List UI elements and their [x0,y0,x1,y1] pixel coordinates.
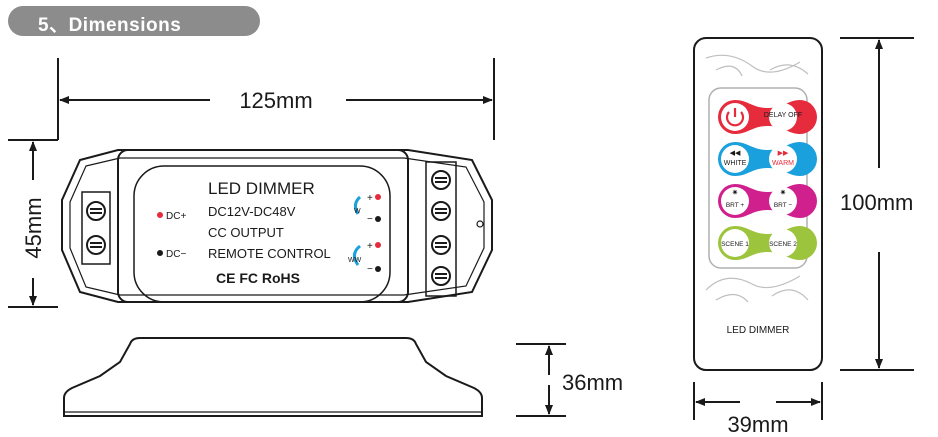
power-icon [725,108,745,127]
controller-side-view [63,337,483,417]
rewind-icon: ◀◀ [730,150,741,157]
w-plus: + [367,193,373,204]
ww-channel-label: WW [348,257,362,264]
w-minus: − [367,214,373,225]
remote-label: LED DIMMER [727,325,790,336]
width-dimension: 45mm [8,139,58,308]
ww-minus-dot [375,266,381,272]
warm-label: WARM [772,160,794,167]
remote-width-label: 39mm [727,412,788,437]
length-label: 125mm [239,88,312,113]
sun-icon: ✷ [780,188,787,197]
controller-control: REMOTE CONTROL [208,246,331,261]
brightness-button-pair[interactable]: ✷ BRT + ✷ BRT − [718,184,817,218]
w-plus-dot [375,194,381,200]
height-label: 36mm [562,370,623,395]
w-minus-dot [375,216,381,222]
dc-minus-label: DC− [166,249,186,260]
height-dimension: 36mm [516,343,623,417]
decorative-swirl-icon [705,54,809,303]
section-heading-text: 5、Dimensions [38,15,182,36]
controller-voltage: DC12V-DC48V [208,204,296,219]
scene-2-label: SCENE 2 [769,241,797,248]
fast-forward-icon: ▶▶ [778,150,789,157]
ww-minus: − [367,264,373,275]
remote-control: DELAY OFF ◀◀ WHITE ▶▶ WARM ✷ BRT + ✷ B [693,37,823,371]
length-dimension: 125mm [57,58,495,140]
controller-output: CC OUTPUT [208,225,284,240]
brt-plus-label: BRT + [726,202,745,209]
dc-plus-label: DC+ [166,211,186,222]
scene-1-label: SCENE 1 [721,241,749,248]
delay-off-label: DELAY OFF [764,112,802,119]
certification-marks: CE FC RoHS [216,270,300,286]
controller-top-view [61,149,493,303]
dc-plus-dot [157,212,163,218]
w-channel-arc-icon [353,195,362,215]
remote-width-dimension: 39mm [693,382,823,437]
remote-height-label: 100mm [840,190,913,215]
section-heading: 5、Dimensions [8,6,260,36]
scene-button-pair[interactable]: SCENE 1 SCENE 2 [718,226,817,260]
width-label: 45mm [21,197,46,258]
white-label: WHITE [724,160,747,167]
ww-channel-arc-icon [353,244,361,266]
white-warm-button-pair[interactable]: ◀◀ WHITE ▶▶ WARM [718,142,817,176]
ww-plus: + [367,241,373,252]
remote-height-dimension: 100mm [840,37,914,371]
w-channel-label: W [354,208,361,215]
dc-minus-dot [157,250,163,256]
ww-plus-dot [375,242,381,248]
controller-title: LED DIMMER [208,179,315,198]
brt-minus-label: BRT − [774,202,793,209]
power-delay-button-pair[interactable]: DELAY OFF [718,100,817,134]
sun-icon: ✷ [732,188,739,197]
